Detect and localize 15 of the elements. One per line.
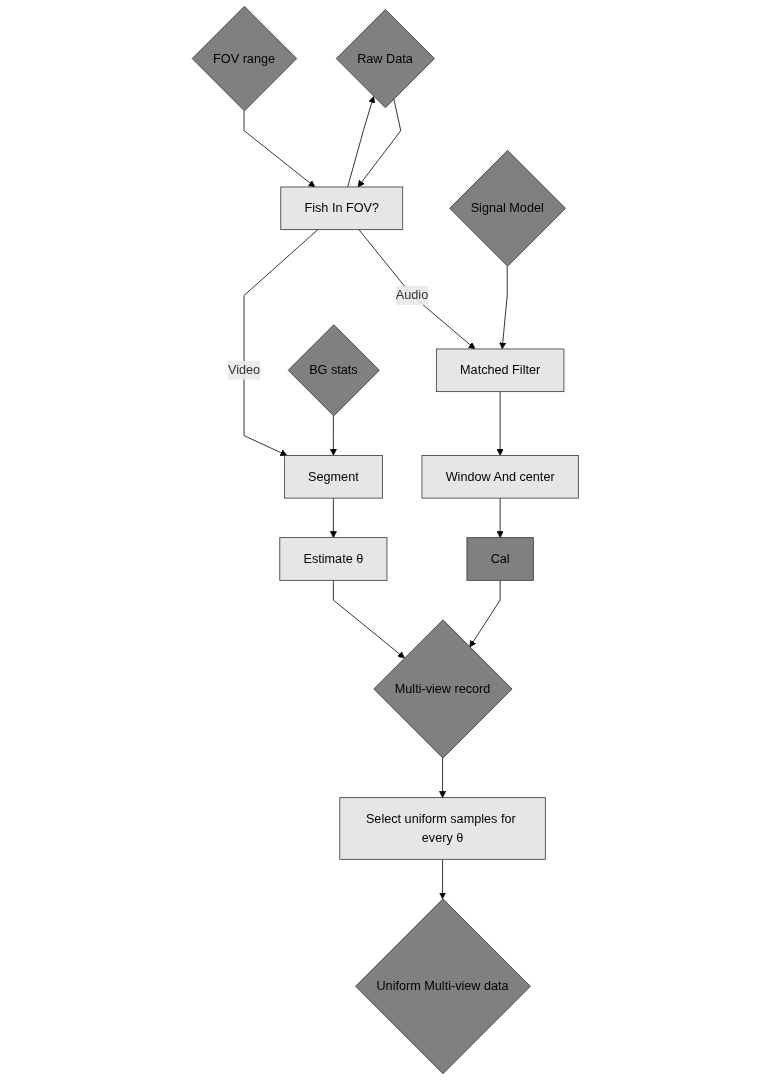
- node-box: Window And center: [421, 455, 579, 499]
- node-box: Select uniform samples for every θ: [339, 797, 546, 860]
- edge-label: Video: [228, 363, 261, 377]
- node-diamond: FOV range: [192, 5, 298, 112]
- node-diamond: Uniform Multi-view data: [355, 898, 531, 1075]
- node-box: Segment: [284, 455, 384, 499]
- node-diamond: Signal Model: [449, 150, 567, 267]
- node-diamond: Multi-view record: [373, 619, 513, 759]
- edge-label: Audio: [396, 288, 429, 302]
- node-diamond: BG stats: [288, 324, 380, 417]
- node-diamond: Raw Data: [336, 9, 436, 109]
- node-box: Cal: [466, 537, 534, 581]
- node-box: Estimate θ: [279, 537, 388, 581]
- node-box: Fish In FOV?: [280, 186, 404, 231]
- node-box: Matched Filter: [436, 348, 565, 393]
